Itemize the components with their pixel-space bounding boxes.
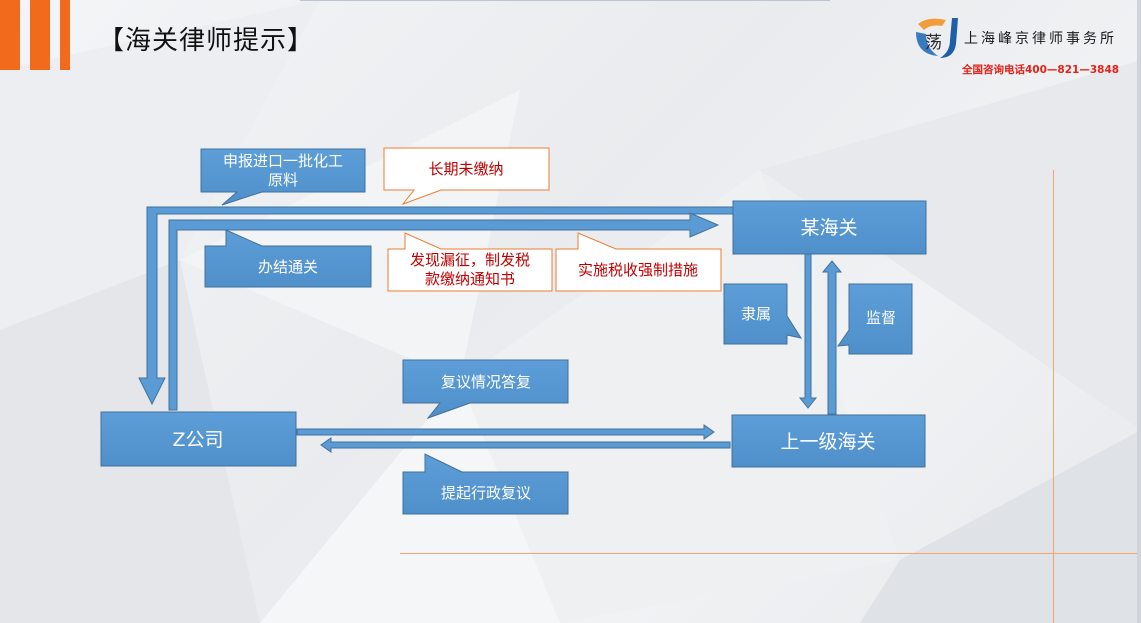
callout-appeal: 提起行政复议 xyxy=(402,453,569,515)
node-company: Z公司 xyxy=(100,411,297,467)
node-customs: 某海关 xyxy=(732,200,927,255)
node-customs-label: 某海关 xyxy=(800,217,857,239)
callout-supervise: 监督 xyxy=(836,283,913,355)
node-company-label: Z公司 xyxy=(172,429,223,451)
callout-unpaid: 长期未缴纳 xyxy=(383,147,550,206)
page-title: 【海关律师提示】 xyxy=(98,26,315,56)
callout-clearance-label: 办结通关 xyxy=(258,258,318,276)
appeal-arrow xyxy=(296,424,715,440)
firm-logo-icon: 荡 xyxy=(916,18,958,58)
callout-declare-line2: 原料 xyxy=(268,171,298,189)
subordinate-arrow xyxy=(798,253,818,409)
callout-notice-line2: 款缴纳通知书 xyxy=(425,270,515,288)
callout-notice: 发现漏征，制发税 款缴纳通知书 xyxy=(387,232,553,292)
callout-declare-line1: 申报进口一批化工 xyxy=(223,152,343,170)
callout-reply-label: 复议情况答复 xyxy=(441,373,531,391)
orange-bar xyxy=(30,0,50,70)
orange-divider-horizontal xyxy=(400,553,1141,554)
callout-appeal-label: 提起行政复议 xyxy=(441,484,531,502)
node-superior-label: 上一级海关 xyxy=(780,431,875,453)
clearance-arrow xyxy=(168,212,720,411)
orange-divider-vertical xyxy=(1053,170,1054,623)
orange-bars xyxy=(0,0,75,70)
callout-supervise-label: 监督 xyxy=(866,309,896,327)
logo-glyph: 荡 xyxy=(925,33,942,53)
supervise-arrow xyxy=(821,260,843,415)
callout-enforcement-label: 实施税收强制措施 xyxy=(578,261,698,279)
callout-unpaid-label: 长期未缴纳 xyxy=(428,160,503,178)
callout-declare: 申报进口一批化工 原料 xyxy=(200,148,366,206)
node-superior: 上一级海关 xyxy=(731,414,926,468)
callout-enforcement: 实施税收强制措施 xyxy=(555,232,722,292)
callout-reply: 复议情况答复 xyxy=(402,359,569,420)
callout-subordinate-label: 隶属 xyxy=(741,305,771,323)
firm-name: 上海峰京律师事务所 xyxy=(964,31,1117,47)
declare-arrow xyxy=(138,206,734,406)
orange-bar xyxy=(0,0,20,70)
top-divider xyxy=(300,0,830,1)
orange-bar xyxy=(60,0,70,70)
reply-arrow xyxy=(320,437,731,453)
callout-notice-line1: 发现漏征，制发税 xyxy=(410,251,530,269)
right-edge xyxy=(1137,0,1141,623)
callout-clearance: 办结通关 xyxy=(204,229,372,288)
callout-subordinate: 隶属 xyxy=(723,283,803,345)
firm-phone: 全国咨询电话400—821—3848 xyxy=(962,64,1120,76)
firm-logo: 荡 上海峰京律师事务所 全国咨询电话400—821—3848 xyxy=(912,14,1122,78)
